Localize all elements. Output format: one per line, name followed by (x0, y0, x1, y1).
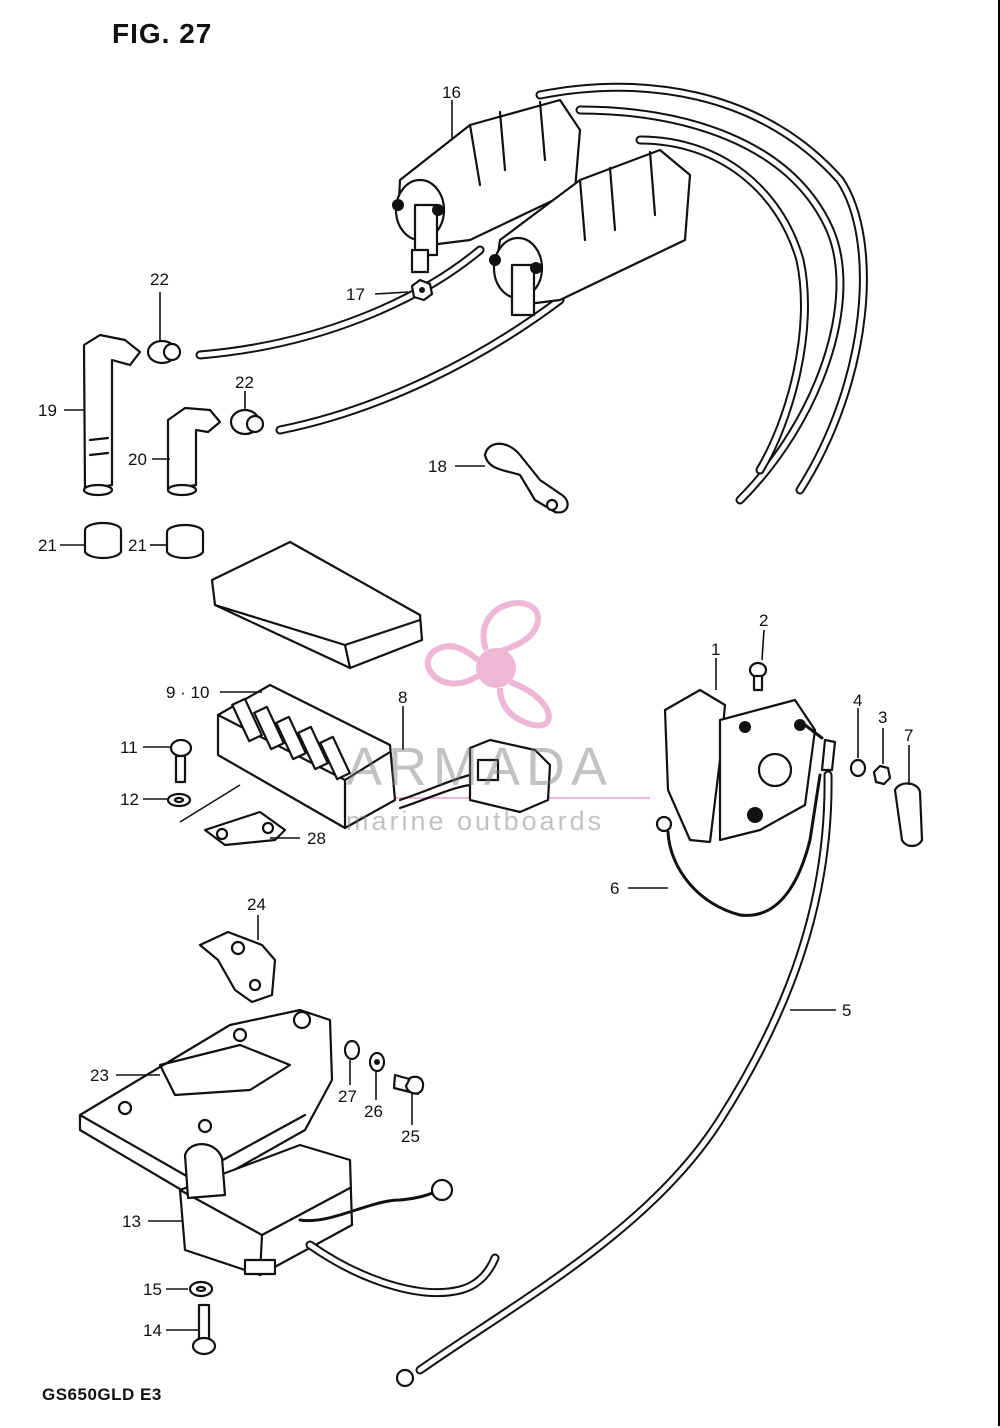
figure-title: FIG. 27 (112, 18, 213, 49)
callout-5: 5 (842, 1001, 851, 1020)
callout-11: 11 (120, 738, 138, 757)
washer-12 (166, 792, 192, 808)
fuse-box-9-10 (216, 683, 397, 830)
seal-22-upper (146, 339, 182, 365)
bolt-25 (392, 1073, 425, 1096)
bolt-11 (169, 738, 193, 784)
cover-21-left (83, 521, 123, 560)
nut-17 (410, 278, 434, 302)
nut-3 (872, 764, 892, 786)
callout-22-lower: 22 (235, 373, 254, 392)
starter-relay-1 (663, 688, 824, 844)
callout-13: 13 (122, 1212, 141, 1231)
washer-27 (343, 1039, 361, 1061)
ignition-coil-16 (195, 82, 868, 505)
callout-4: 4 (853, 691, 862, 710)
callout-labels: 16 17 22 22 19 20 18 21 21 9 · 10 8 11 1… (38, 83, 913, 1340)
callout-22-upper: 22 (150, 270, 169, 289)
callout-27: 27 (338, 1087, 357, 1106)
callout-14: 14 (143, 1321, 162, 1340)
callout-25: 25 (401, 1127, 420, 1146)
bracket-28 (203, 810, 287, 847)
callout-18: 18 (428, 457, 447, 476)
callout-23: 23 (90, 1066, 109, 1085)
callout-3: 3 (878, 708, 887, 727)
fuse-box-cover (210, 540, 424, 670)
seal-22-lower (229, 408, 265, 436)
watermark-brand: ARMADA (346, 737, 614, 797)
spark-plug-cap-20 (166, 406, 222, 497)
callout-6: 6 (610, 879, 619, 898)
callout-9-10: 9 · 10 (166, 683, 209, 702)
callout-28: 28 (307, 829, 326, 848)
callout-26: 26 (364, 1102, 383, 1121)
battery-cable-5 (395, 738, 837, 1388)
callout-12: 12 (120, 790, 139, 809)
callout-2: 2 (759, 611, 768, 630)
spark-plug-cap-19 (82, 333, 142, 497)
clamp-18 (483, 442, 569, 514)
callout-17: 17 (346, 285, 365, 304)
bolt-14 (191, 1303, 217, 1356)
washer-15 (188, 1280, 214, 1298)
lead-wire-6 (655, 773, 822, 917)
leader-lines (60, 100, 910, 1331)
callout-8: 8 (398, 688, 407, 707)
callout-19: 19 (38, 401, 57, 420)
terminal-cap-7 (893, 782, 924, 848)
bracket-24 (198, 930, 277, 1004)
callout-21-right: 21 (128, 536, 147, 555)
nut-4 (849, 758, 867, 778)
cover-21-right (165, 523, 205, 560)
model-code: GS650GLD E3 (42, 1385, 162, 1404)
screw-2 (748, 661, 768, 692)
washer-26 (368, 1051, 386, 1073)
connector-8 (398, 738, 552, 814)
callout-7: 7 (904, 726, 913, 745)
callout-24: 24 (247, 895, 266, 914)
callout-16: 16 (442, 83, 461, 102)
callout-21-left: 21 (38, 536, 57, 555)
callout-20: 20 (128, 450, 147, 469)
watermark-tagline: marine outboards (346, 806, 605, 836)
regulator-13 (178, 1143, 500, 1298)
callout-1: 1 (711, 640, 720, 659)
callout-15: 15 (143, 1280, 162, 1299)
